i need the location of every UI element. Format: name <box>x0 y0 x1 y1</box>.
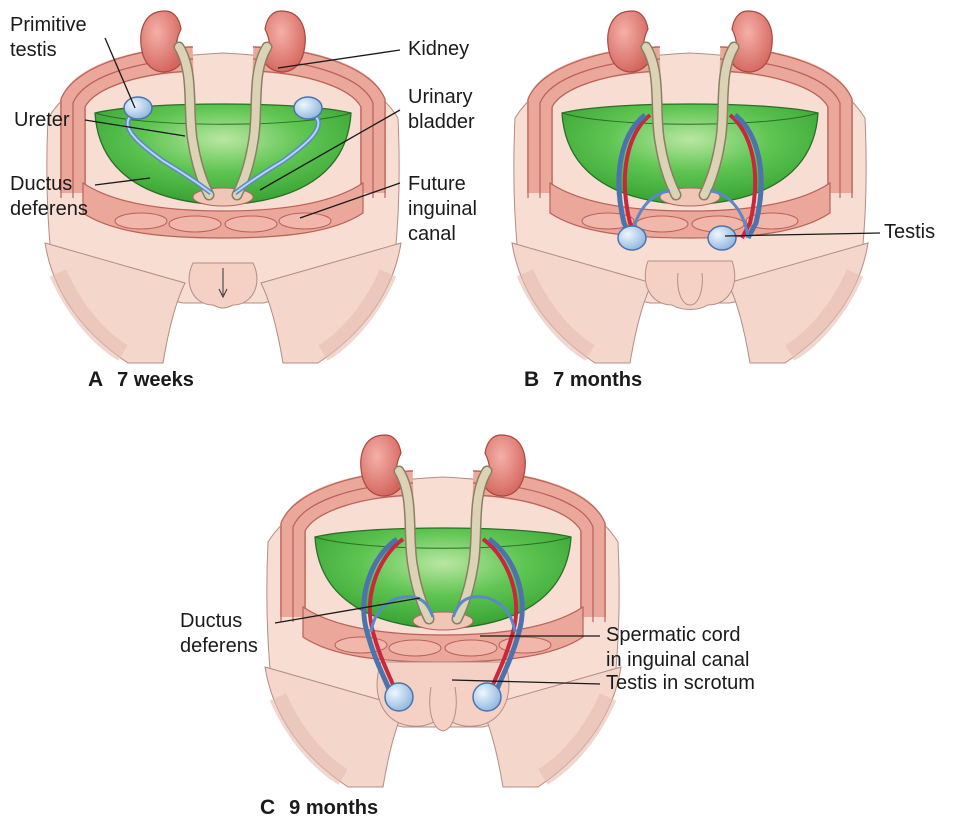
caption-panel-c: C 9 months <box>260 796 378 820</box>
primitive-testis-left <box>124 97 152 119</box>
label-ductus-deferens-c: Ductus deferens <box>180 609 258 659</box>
caption-text-a: 7 weeks <box>117 369 194 391</box>
panel-b-diagram <box>512 11 868 363</box>
caption-letter-b: B <box>524 368 539 391</box>
testis-right-c <box>473 683 501 711</box>
caption-text-c: 9 months <box>289 797 378 819</box>
label-ductus-deferens-a: Ductus deferens <box>10 172 88 222</box>
caption-panel-a: A 7 weeks <box>88 368 194 392</box>
caption-text-b: 7 months <box>553 369 642 391</box>
testis-left-b <box>618 226 646 250</box>
panel-c-diagram <box>265 435 621 787</box>
label-testis-in-scrotum: Testis in scrotum <box>606 671 755 696</box>
testis-right-b <box>708 226 736 250</box>
caption-letter-a: A <box>88 368 103 391</box>
label-spermatic-cord: Spermatic cord in inguinal canal <box>606 623 749 673</box>
panel-a-diagram <box>45 11 401 363</box>
caption-panel-b: B 7 months <box>524 368 642 392</box>
label-future-inguinal-canal: Future inguinal canal <box>408 172 477 247</box>
label-testis: Testis <box>884 220 935 245</box>
label-ureter: Ureter <box>14 108 70 133</box>
testis-left-c <box>385 683 413 711</box>
label-urinary-bladder: Urinary bladder <box>408 85 475 135</box>
caption-letter-c: C <box>260 796 275 819</box>
label-kidney: Kidney <box>408 37 469 62</box>
label-primitive-testis: Primitive testis <box>10 13 87 63</box>
primitive-testis-right <box>294 97 322 119</box>
